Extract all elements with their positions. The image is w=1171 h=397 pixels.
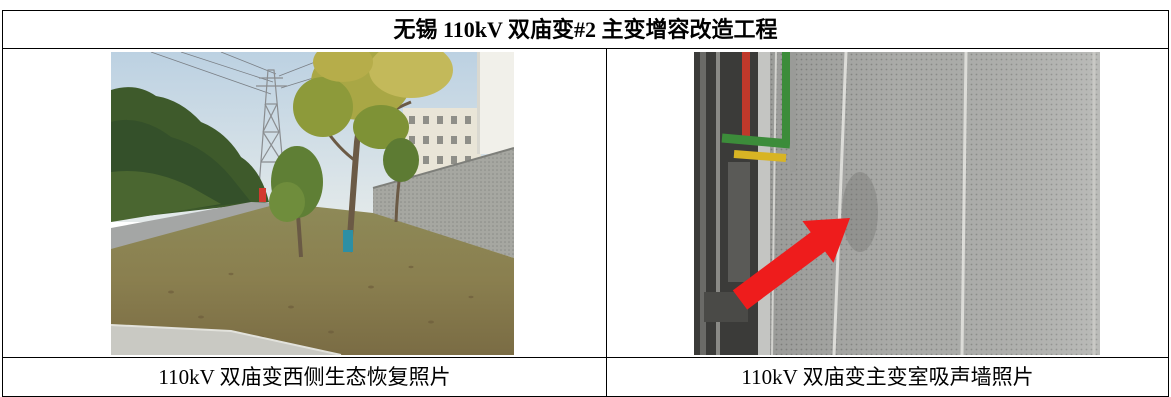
trunk-wrap <box>343 230 353 252</box>
small-tree <box>269 146 323 258</box>
yellow-pipe <box>733 150 787 162</box>
sound-barrier-wall <box>373 148 514 258</box>
table-header-cell: 无锡 110kV 双庙变#2 主变增容改造工程 <box>2 10 1169 49</box>
sound-absorbing-wall-photo <box>694 52 1100 355</box>
red-marker <box>259 188 266 202</box>
pipes <box>721 52 796 172</box>
ecology-restoration-photo <box>111 52 514 355</box>
background-trees <box>111 87 269 222</box>
green-pipe-vertical <box>782 52 790 144</box>
caption-cell-right: 110kV 双庙变主变室吸声墙照片 <box>606 357 1169 397</box>
caption-cell-left: 110kV 双庙变西侧生态恢复照片 <box>2 357 607 397</box>
grass-ground <box>111 203 514 355</box>
red-arrow <box>732 218 850 310</box>
tree <box>293 52 453 253</box>
photo-caption-right: 110kV 双庙变主变室吸声墙照片 <box>741 364 1034 389</box>
fallen-leaves <box>168 265 474 339</box>
photo-caption-left: 110kV 双庙变西侧生态恢复照片 <box>158 364 451 389</box>
green-pipe <box>721 133 791 149</box>
wall-stain <box>842 172 878 252</box>
equipment-area <box>694 52 770 355</box>
table-title: 无锡 110kV 双庙变#2 主变增容改造工程 <box>393 16 778 42</box>
tree-right <box>383 138 419 223</box>
curb <box>111 325 341 355</box>
red-pipe <box>742 52 750 140</box>
panel-seams <box>771 52 1096 355</box>
